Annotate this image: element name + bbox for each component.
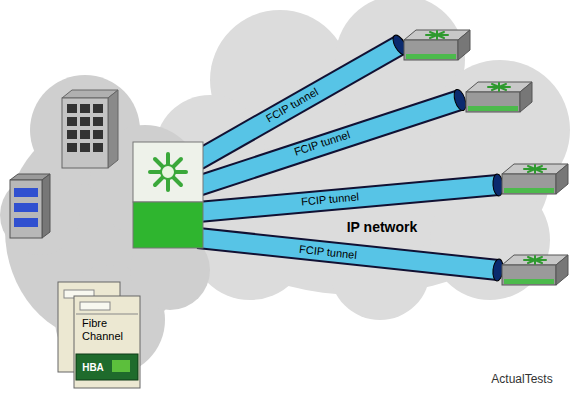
disk-array <box>10 174 50 238</box>
server-panel: Fibre Channel <box>80 317 136 342</box>
server-label: Fibre Channel <box>82 317 134 342</box>
san-cloud <box>0 75 210 375</box>
network-label: IP network <box>347 220 418 235</box>
fcip-tunnels <box>198 33 504 281</box>
ip-cloud <box>155 0 570 320</box>
remote-switch <box>404 30 470 60</box>
hba-label: HBA <box>82 362 104 373</box>
remote-switch <box>466 82 532 112</box>
fc-servers <box>58 282 140 388</box>
storage-rack <box>62 90 118 168</box>
core-switch <box>133 142 203 248</box>
watermark: ActualTests <box>491 373 552 386</box>
remote-switch <box>502 164 568 194</box>
remote-switch <box>502 255 568 285</box>
